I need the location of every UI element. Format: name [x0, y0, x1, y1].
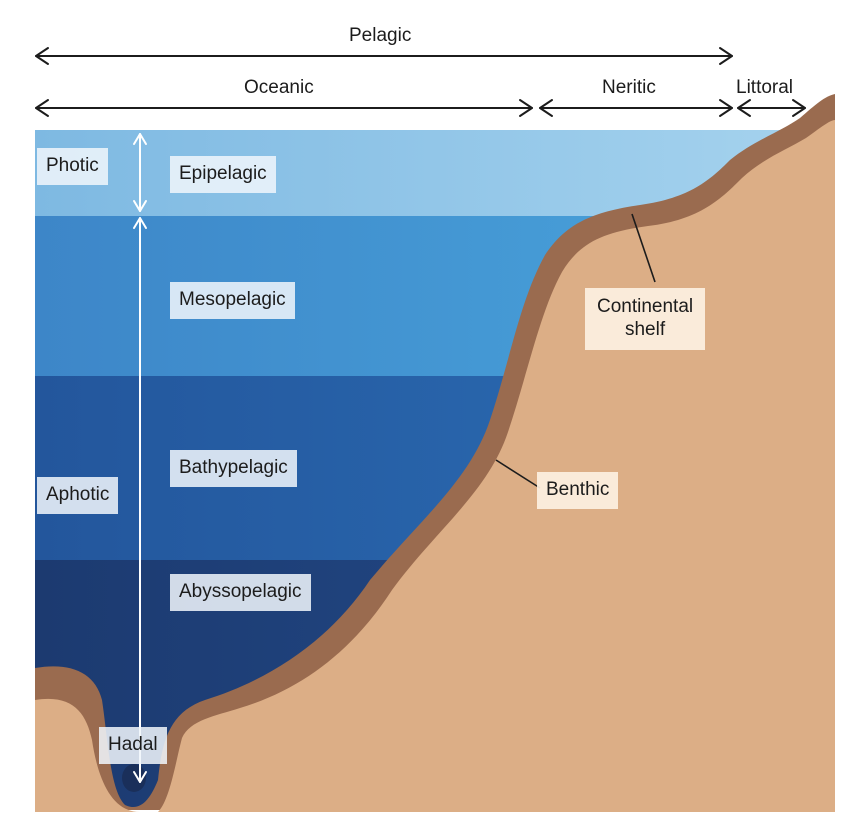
oceanic-label: Oceanic	[244, 77, 314, 98]
neritic-arrow-right-head	[719, 99, 733, 117]
neritic-label: Neritic	[602, 77, 656, 98]
pelagic-arrow-left-head	[35, 47, 49, 65]
continental-shelf-label: Continental shelf	[585, 288, 706, 350]
mesopelagic-label: Mesopelagic	[170, 282, 295, 319]
horizontal-zone-arrows	[35, 47, 806, 117]
pelagic-label: Pelagic	[349, 25, 412, 46]
epipelagic-label: Epipelagic	[170, 156, 276, 193]
littoral-arrow-left-head	[737, 99, 751, 117]
aphotic-arrow-top-head	[133, 217, 147, 229]
continental-shelf-label-line1: Continental	[597, 296, 694, 317]
oceanic-arrow-left-head	[35, 99, 49, 117]
aphotic-arrow-bottom-head	[133, 771, 147, 783]
benthic-label: Benthic	[537, 472, 619, 509]
photic-arrow-bottom-head	[133, 200, 147, 212]
pelagic-arrow-right-head	[719, 47, 733, 65]
neritic-arrow-left-head	[539, 99, 553, 117]
abyssopelagic-label: Abyssopelagic	[170, 574, 311, 611]
aphotic-label: Aphotic	[37, 477, 119, 514]
continental-shelf-leader-line	[631, 213, 656, 283]
littoral-arrow-right-head	[792, 99, 806, 117]
vertical-zone-arrows	[133, 133, 147, 783]
photic-arrow-top-head	[133, 133, 147, 145]
photic-label: Photic	[37, 148, 108, 185]
oceanic-arrow-right-head	[519, 99, 533, 117]
bathypelagic-label: Bathypelagic	[170, 450, 297, 487]
benthic-leader-line	[495, 459, 541, 489]
hadal-label: Hadal	[99, 727, 167, 764]
littoral-label: Littoral	[736, 77, 794, 98]
continental-shelf-label-line2: shelf	[624, 318, 666, 340]
